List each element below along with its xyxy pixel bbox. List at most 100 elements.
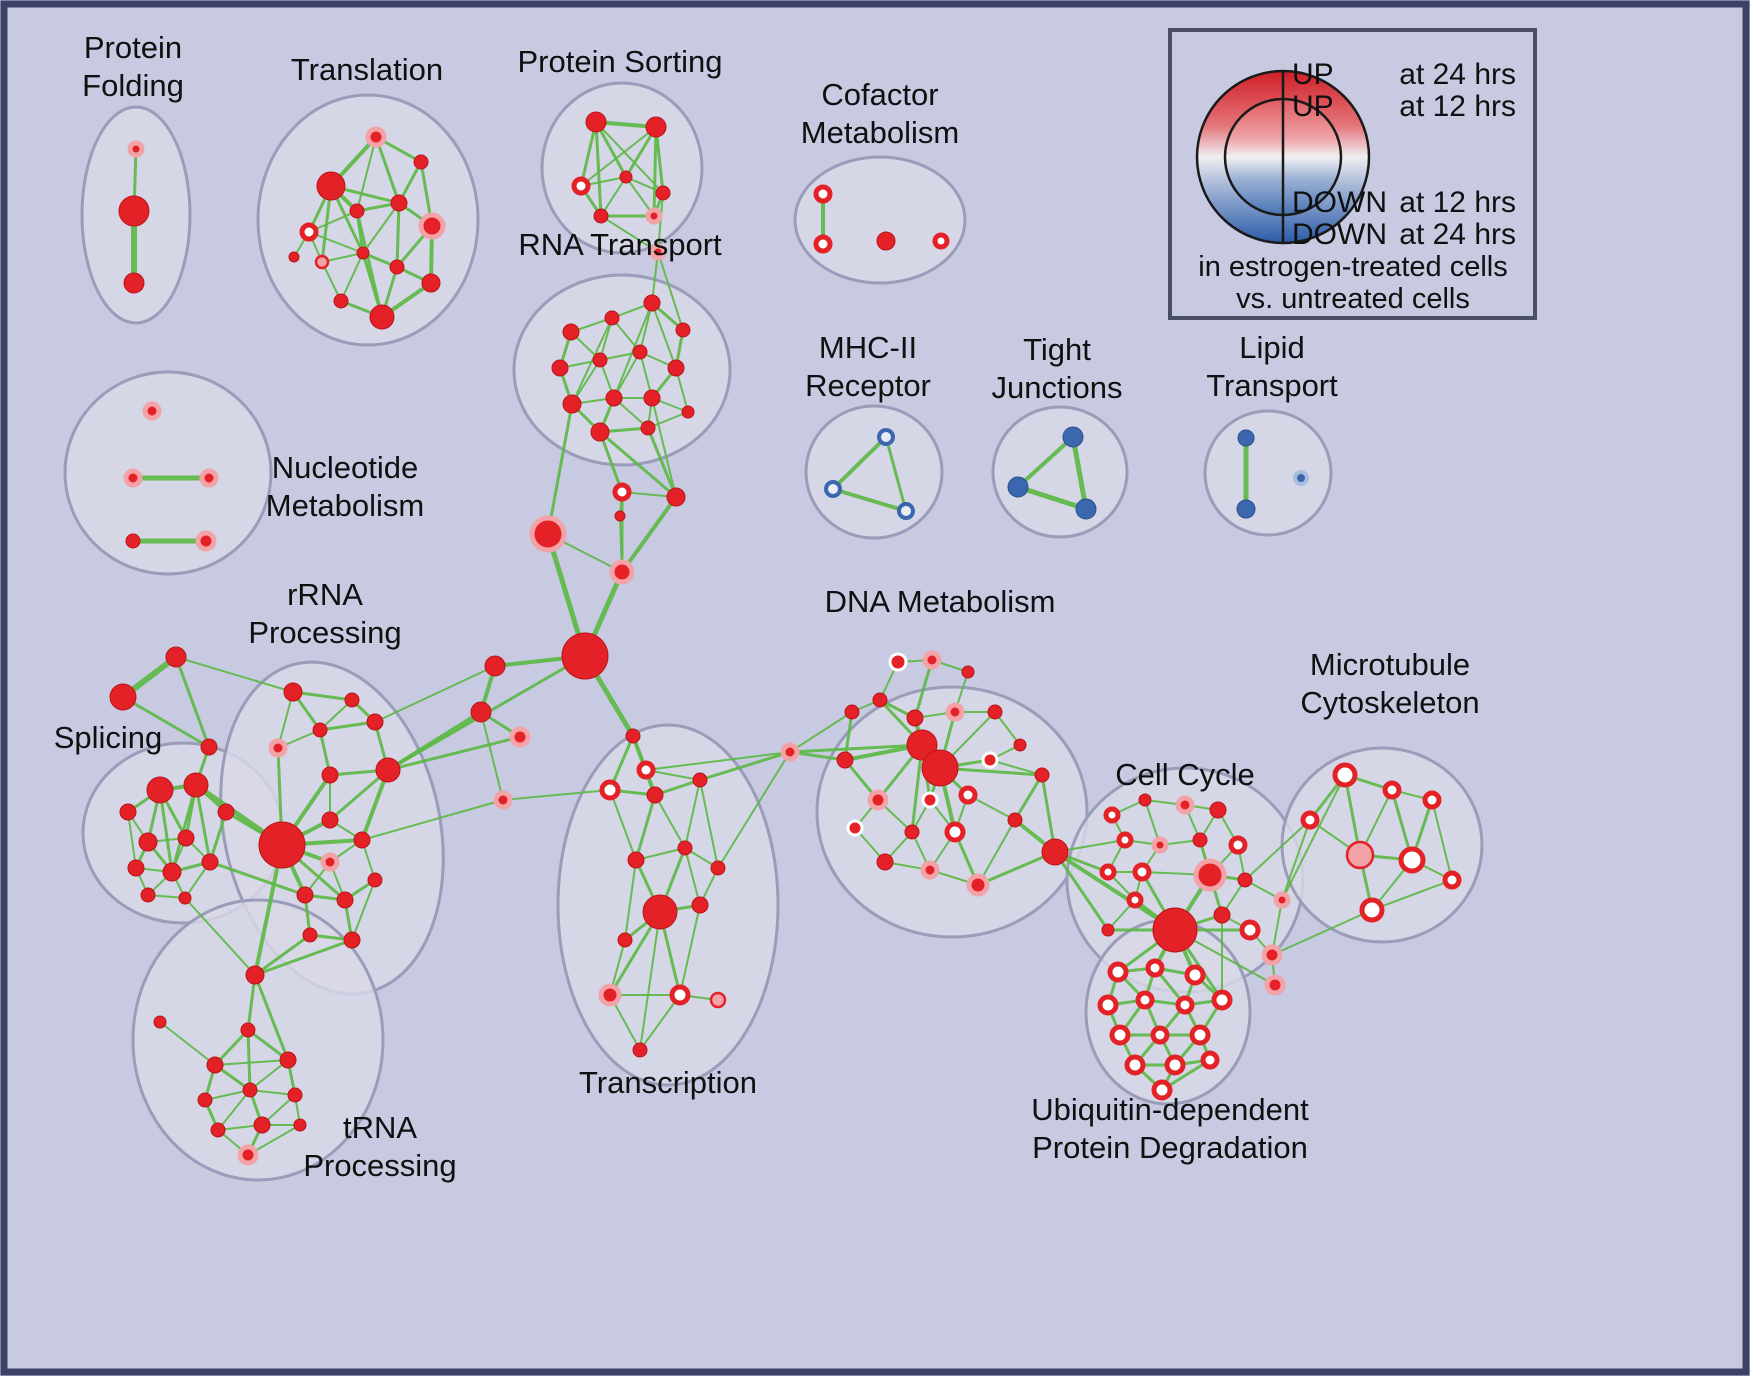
node-cy6: [1151, 836, 1169, 854]
edge-mh2-mh3: [831, 487, 908, 513]
node-tx11: [669, 984, 691, 1006]
node-dm3: [961, 665, 975, 679]
node-rr15: [302, 927, 318, 943]
edge-tx3-tx5: [684, 779, 701, 849]
edge-tx2-tx5: [654, 794, 686, 849]
label-protein-sorting: Protein Sorting: [517, 44, 722, 79]
cluster-tight-junctions: [991, 405, 1129, 539]
edge-rt3-rt8: [651, 302, 677, 369]
node-tn4: [206, 1056, 224, 1074]
cluster-cofactor-metabolism: [793, 155, 967, 285]
edge-tx3-cc15: [698, 750, 792, 782]
node-cy14: [1152, 907, 1198, 953]
node-sp10: [140, 887, 156, 903]
node-sp4: [217, 803, 235, 821]
node-lt1: [1237, 429, 1255, 447]
node-lt3: [1293, 470, 1309, 486]
node-dm13: [1013, 738, 1027, 752]
node-tr13: [421, 273, 441, 293]
edge-cc15-dm4: [789, 711, 853, 753]
edge-tx1-tx4: [609, 789, 637, 861]
node-rt2: [604, 310, 620, 326]
node-nm3: [199, 468, 219, 488]
node-rr1: [283, 682, 303, 702]
node-cy7: [1192, 832, 1208, 848]
edge-dm2-dm6: [913, 658, 934, 720]
node-tx10: [598, 983, 622, 1007]
node-ub8: [1109, 1024, 1131, 1046]
node-sp11: [178, 891, 192, 905]
edge-sp2-sp8: [170, 783, 198, 874]
node-dm6: [906, 709, 924, 727]
legend-term-down12: DOWN: [1292, 186, 1387, 219]
node-cm3: [876, 231, 896, 251]
edge-tr4-tr9: [308, 231, 364, 254]
node-rt13: [640, 420, 656, 436]
legend-time-up12: at 12 hrs: [1399, 90, 1516, 123]
node-cy10: [1132, 862, 1152, 882]
node-rr10: [353, 831, 371, 849]
node-dm21: [1007, 812, 1023, 828]
node-dm19: [904, 824, 920, 840]
node-cc4: [614, 510, 626, 522]
node-rt14: [681, 405, 695, 419]
edge-rr1-rr2: [291, 690, 354, 702]
node-dm2: [922, 650, 942, 670]
edge-sp9-rr12: [208, 860, 307, 897]
cluster-nucleotide-metabolism: [63, 370, 273, 576]
node-rr11: [320, 852, 340, 872]
node-cy17: [1239, 919, 1261, 941]
node-cc2: [666, 487, 686, 507]
node-ps4: [619, 170, 633, 184]
edge-tx4-tx8: [624, 859, 637, 941]
edge-cc2-cc5: [620, 495, 678, 574]
node-dm5: [872, 692, 888, 708]
edge-rr10-cc11: [361, 799, 504, 841]
node-tr7: [418, 212, 446, 240]
edge-cy12-mc4: [1244, 819, 1311, 881]
node-ub4: [1097, 994, 1119, 1016]
node-ub5: [1135, 990, 1155, 1010]
edge-fs1-fs3: [174, 655, 211, 749]
edge-cc15-dm10: [788, 743, 924, 754]
node-ub14: [1151, 1079, 1173, 1101]
node-tn7: [242, 1082, 258, 1098]
node-rr14: [367, 872, 383, 888]
node-dm9: [836, 751, 854, 769]
node-fs2: [109, 683, 137, 711]
node-cy19: [1261, 944, 1283, 966]
edge-tn6-tn7: [204, 1089, 251, 1101]
node-rr7: [321, 766, 339, 784]
node-fs3: [200, 738, 218, 756]
node-tn5: [279, 1051, 297, 1069]
node-tn12: [237, 1144, 259, 1166]
node-tr6: [390, 194, 408, 212]
node-tn8: [287, 1087, 303, 1103]
edge-dm17-dm21: [1013, 773, 1044, 822]
node-tj2: [1007, 476, 1029, 498]
node-tn3: [240, 1022, 256, 1038]
node-dm1: [888, 652, 908, 672]
node-dm12: [981, 751, 999, 769]
node-rr2: [344, 692, 360, 708]
node-sp2: [183, 772, 209, 798]
edge-tx2-tx4: [634, 793, 657, 862]
node-rt1: [562, 323, 580, 341]
node-rt8: [667, 359, 685, 377]
node-cc13: [636, 760, 656, 780]
edge-mh1-mh3: [884, 435, 908, 513]
node-cc0: [649, 243, 667, 261]
edge-cy19-mc8: [1271, 909, 1373, 956]
node-rr3: [366, 713, 384, 731]
node-ps2: [645, 116, 667, 138]
node-dm18: [846, 819, 864, 837]
edge-fs2-fs3: [121, 695, 211, 749]
edge-fs1-rr1: [175, 656, 294, 693]
node-pf2: [118, 195, 150, 227]
cluster-rna-transport: [512, 273, 732, 467]
node-mc8: [1359, 897, 1385, 923]
edge-ps5-cc0: [657, 192, 664, 253]
